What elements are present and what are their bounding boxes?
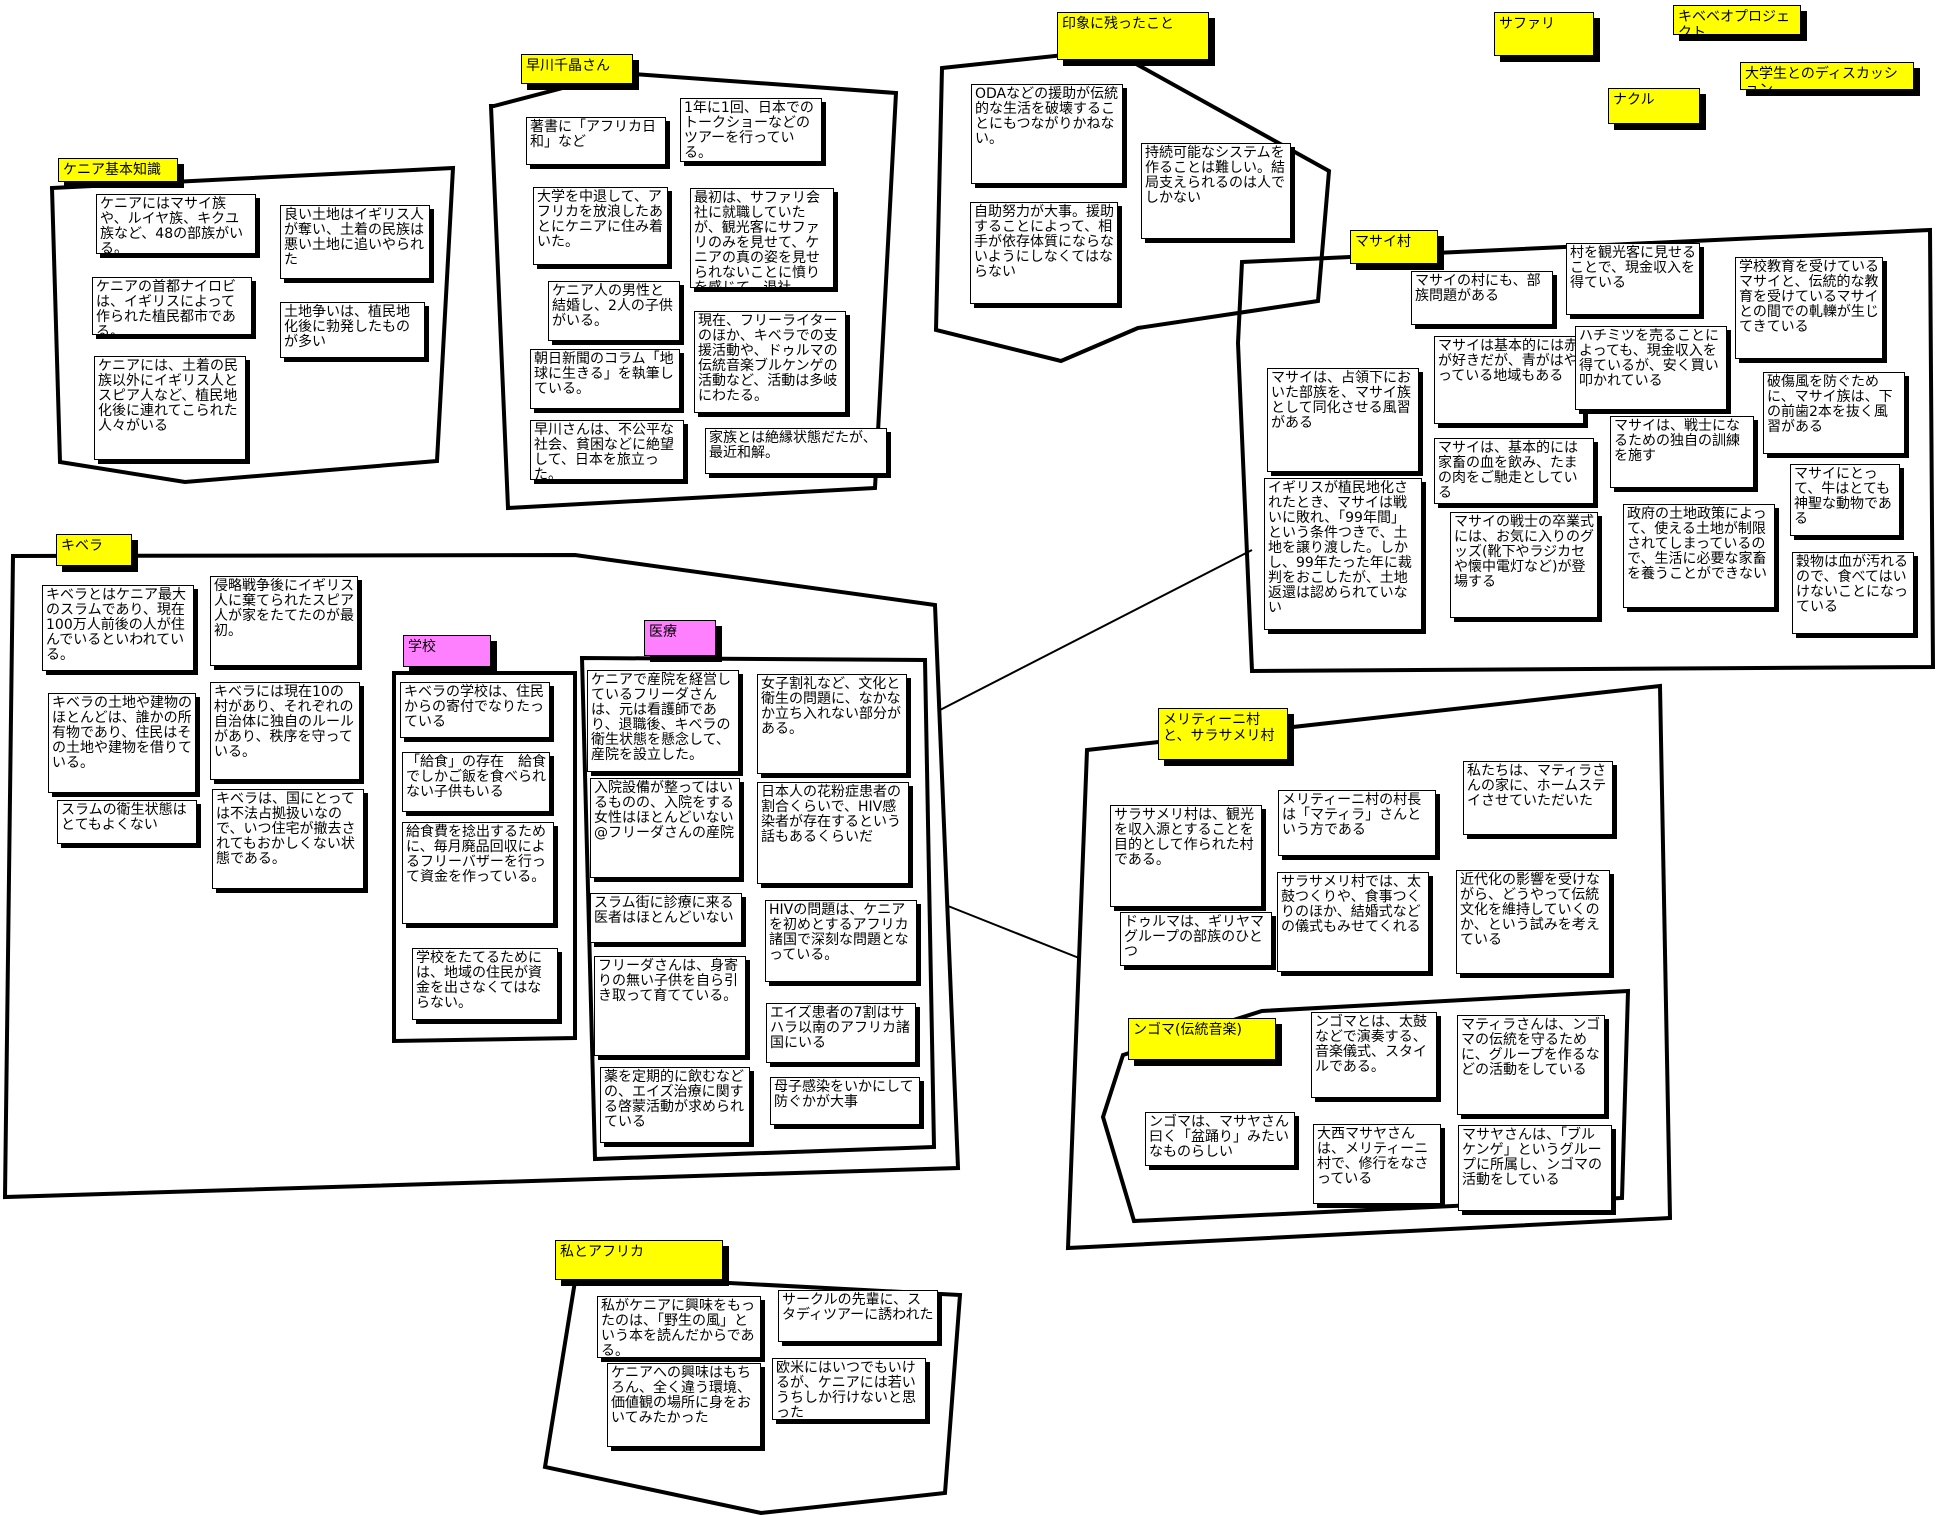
card-school-2[interactable]: 「給食」の存在 給食でしかご飯を食べられない子供もいる (402, 752, 550, 812)
outline-medical (579, 655, 937, 1162)
card-hayakawa-6[interactable]: 現在、フリーライターのほか、キベラでの支援活動や、ドゥルマの伝統音楽ブルケンゲの… (694, 311, 846, 413)
card-kibera-6[interactable]: キベラは、国にとっては不法占拠扱いなので、いつ住宅が撤去されてもおかしくない状態… (212, 789, 364, 889)
card-medical-10[interactable]: 母子感染をいかにして防ぐかが大事 (770, 1077, 920, 1125)
label-medical[interactable]: 医療 (644, 620, 716, 656)
label-kibebe-project[interactable]: キベベオプロジェクト (1673, 5, 1801, 41)
label-kibera[interactable]: キベラ (56, 534, 132, 566)
card-school-4[interactable]: 学校をたてるためには、地域の住民が資金を出さなくてはならない。 (412, 948, 558, 1020)
card-kenya-basics-3[interactable]: ケニアの首都ナイロビは、イギリスによって作られた植民都市である。 (92, 277, 252, 335)
outline-ngoma (1100, 988, 1631, 1224)
card-maasai-8[interactable]: マサイは、戦士になるための独自の訓練を施す (1610, 416, 1754, 488)
outline-kibera (2, 552, 961, 1200)
card-kenya-basics-5[interactable]: ケニアには、土着の民族以外にイギリス人とスピア人など、植民地化後に連れてこられた… (94, 356, 246, 460)
card-hayakawa-9[interactable]: 家族とは絶縁状態だたが、最近和解。 (705, 428, 887, 474)
card-maasai-13[interactable]: 政府の土地政策によって、使える土地が制限されてしまっているので、生活に必要な家畜… (1623, 504, 1775, 608)
card-ngoma-2[interactable]: マティラさんは、ンゴマの伝統を守るために、グループを作るなどの活動をしている (1457, 1015, 1605, 1115)
card-medical-2[interactable]: 女子割礼など、文化と衛生の問題に、なかなか立ち入れない部分がある。 (757, 674, 907, 774)
label-university-discussion[interactable]: 大学生とのディスカッション (1740, 62, 1914, 98)
card-maasai-7[interactable]: 破傷風を防ぐために、マサイ族は、下の前歯2本を抜く風習がある (1763, 372, 1905, 454)
card-kenya-basics-4[interactable]: 土地争いは、植民地化後に勃発したものが多い (280, 302, 425, 358)
card-medical-7[interactable]: フリーダさんは、身寄りの無い子供を自ら引き取って育てている。 (594, 956, 746, 1056)
card-ngoma-3[interactable]: ンゴマは、マサヤさん曰く「盆踊り」みたいなものらしい (1145, 1112, 1295, 1166)
label-ngoma[interactable]: ンゴマ(伝統音楽) (1128, 1018, 1276, 1060)
card-kenya-basics-1[interactable]: ケニアにはマサイ族や、ルイヤ族、キクユ族など、48の部族がいる。 (96, 194, 256, 254)
label-safari[interactable]: サファリ (1494, 12, 1594, 56)
outline-maasai (1235, 227, 1936, 674)
card-hayakawa-2[interactable]: 1年に1回、日本でのトークショーなどのツアーを行っている。 (680, 98, 822, 162)
card-meritini-5[interactable]: 近代化の影響を受けながら、どうやって伝統文化を維持していくのか、という試みを考え… (1456, 870, 1610, 974)
card-me-africa-4[interactable]: 欧米にはいつでもいけるが、ケニアには若いうちしか行けないと思った (772, 1358, 926, 1420)
card-medical-9[interactable]: 薬を定期的に飲むなどの、エイズ治療に関する啓蒙活動が求められている (600, 1067, 750, 1143)
label-kenya-basics[interactable]: ケニア基本知識 (58, 158, 178, 182)
outline-meritini (1065, 683, 1673, 1251)
card-me-africa-1[interactable]: 私がケニアに興味をもったのは、「野生の風」という本を読んだからである。 (597, 1296, 761, 1358)
card-hayakawa-7[interactable]: 朝日新聞のコラム「地球に生きる」を執筆している。 (530, 349, 680, 409)
card-maasai-10[interactable]: マサイにとって、牛はとても神聖な動物である (1790, 464, 1900, 536)
card-medical-4[interactable]: 日本人の花粉症患者の割合くらいで、HIV感染者が存在するという話もあるくらいだ (757, 782, 909, 884)
card-school-3[interactable]: 給食費を捻出するために、毎月廃品回収によるフリーバザーを行って資金を作っている。 (402, 822, 554, 924)
card-meritini-3[interactable]: メリティーニ村の村長は「マティラ」さんという方である (1278, 790, 1436, 856)
card-impressions-3[interactable]: 自助努力が大事。援助することによって、相手が依存体質にならないようにしなくてはな… (970, 202, 1118, 304)
label-nakuru[interactable]: ナクル (1608, 88, 1700, 124)
card-hayakawa-4[interactable]: 最初は、サファリ会社に就職していたが、観光客にサファリのみを見せて、ケニアの真の… (690, 188, 834, 288)
card-meritini-4[interactable]: サラサメリ村では、太鼓つくりや、食事つくりのほか、結婚式などの儀式もみせてくれる (1277, 872, 1429, 972)
outline-school (392, 671, 577, 1044)
label-impressions[interactable]: 印象に残ったこと (1057, 12, 1209, 60)
card-maasai-5[interactable]: ハチミツを売ることによっても、現金収入を得ているが、安く買い叩かれている (1575, 326, 1727, 410)
outline-kenya-basics (49, 165, 456, 485)
card-maasai-4[interactable]: マサイは基本的には赤が好きだが、青がはやっている地域もある (1434, 336, 1584, 424)
label-maasai[interactable]: マサイ村 (1350, 230, 1438, 264)
card-kibera-1[interactable]: キベラとはケニア最大のスラムであり、現在100万人前後の人が住んでいるといわれて… (42, 585, 194, 671)
card-maasai-3[interactable]: 学校教育を受けているマサイと、伝統的な教育を受けているマサイとの間での軋轢が生じ… (1735, 257, 1883, 359)
card-ngoma-5[interactable]: マサヤさんは、「ブルケンゲ」というグループに所属し、ンゴマの活動をしている (1458, 1125, 1612, 1211)
card-ngoma-1[interactable]: ンゴマとは、太鼓などで演奏する、音楽儀式、スタイルである。 (1311, 1012, 1437, 1098)
card-impressions-1[interactable]: ODAなどの援助が伝統的な生活を破壊することにもつながりかねない。 (971, 84, 1123, 184)
label-school[interactable]: 学校 (403, 635, 491, 667)
card-kibera-4[interactable]: キベラには現在10の村があり、それぞれの自治体に独自のルールがあり、秩序を守って… (210, 682, 360, 780)
card-kenya-basics-2[interactable]: 良い土地はイギリス人が奪い、土着の民族は悪い土地に追いやられた (280, 205, 430, 279)
card-maasai-9[interactable]: マサイは、基本的には家畜の血を飲み、たまの肉をご馳走としている (1434, 438, 1594, 504)
card-meritini-1[interactable]: 私たちは、マティラさんの家に、ホームステイさせていただいた (1463, 761, 1613, 835)
label-meritini[interactable]: メリティーニ村と、サラサメリ村 (1158, 708, 1288, 760)
label-hayakawa[interactable]: 早川千晶さん (521, 54, 633, 84)
card-maasai-11[interactable]: イギリスが植民地化されたとき、マサイは戦いに敗れ、「99年間」という条件つきで、… (1264, 478, 1422, 630)
card-hayakawa-1[interactable]: 著書に「アフリカ日和」など (526, 117, 666, 165)
card-medical-6[interactable]: HIVの問題は、ケニアを初めとするアフリカ諸国で深刻な問題となっている。 (765, 900, 917, 982)
card-kibera-2[interactable]: 侵略戦争後にイギリス人に棄てられたスピア人が家をたてたのが最初。 (210, 576, 358, 666)
card-medical-3[interactable]: 入院設備が整ってはいるものの、入院をする女性はほとんどいない@フリーダさんの産院 (590, 778, 740, 878)
card-kibera-5[interactable]: スラムの衛生状態はとてもよくない (57, 800, 197, 844)
card-medical-1[interactable]: ケニアで産院を経営しているフリーダさんは、元は看護師であり、退職後、キベラの衛生… (587, 670, 739, 772)
card-maasai-14[interactable]: 穀物は血が汚れるので、食べてはいけないことになっている (1792, 552, 1914, 634)
card-medical-8[interactable]: エイズ患者の7割はサハラ以南のアフリカ諸国にいる (766, 1003, 916, 1063)
card-hayakawa-3[interactable]: 大学を中退して、アフリカを放浪したあとにケニアに住み着いた。 (533, 187, 668, 265)
card-kibera-3[interactable]: キベラの土地や建物のほとんどは、誰かの所有物であり、住民はその土地や建物を借りて… (48, 693, 196, 793)
card-hayakawa-8[interactable]: 早川さんは、不公平な社会、貧困などに絶望して、日本を旅立った。 (530, 420, 684, 480)
label-me-africa[interactable]: 私とアフリカ (555, 1240, 723, 1280)
card-meritini-2[interactable]: サラサメリ村は、観光を収入源とすることを目的として作られた村である。 (1110, 805, 1262, 907)
card-maasai-6[interactable]: マサイは、占領下においた部族を、マサイ族として同化させる風習がある (1267, 368, 1419, 472)
connector-kibera-meritini (947, 905, 1080, 959)
outline-impressions (933, 47, 1332, 364)
connector-kibera-maasai (939, 549, 1253, 711)
card-maasai-2[interactable]: 村を観光客に見せることで、現金収入を得ている (1566, 243, 1700, 315)
card-me-africa-2[interactable]: サークルの先輩に、スタディツアーに誘われた (778, 1290, 938, 1342)
card-meritini-6[interactable]: ドゥルマは、ギリヤマグループの部族のひとつ (1120, 912, 1272, 966)
card-hayakawa-5[interactable]: ケニア人の男性と結婚し、2人の子供がいる。 (548, 281, 680, 341)
card-maasai-1[interactable]: マサイの村にも、部族問題がある (1411, 271, 1553, 325)
card-me-africa-3[interactable]: ケニアへの興味はもちろん、全く違う環境、価値観の場所に身をおいてみたかった (607, 1363, 761, 1447)
card-ngoma-4[interactable]: 大西マサヤさんは、メリティーニ村で、修行をなさっている (1313, 1124, 1441, 1204)
card-medical-5[interactable]: スラム街に診療に来る医者はほとんどいない (590, 893, 742, 943)
card-impressions-2[interactable]: 持続可能なシステムを作ることは難しい。結局支えられるのは人でしかない (1141, 143, 1291, 239)
card-school-1[interactable]: キベラの学校は、住民からの寄付でなりたっている (400, 682, 550, 738)
card-maasai-12[interactable]: マサイの戦士の卒業式には、お気に入りのグッズ(靴下やラジカセや懐中電灯など)が登… (1450, 512, 1598, 618)
